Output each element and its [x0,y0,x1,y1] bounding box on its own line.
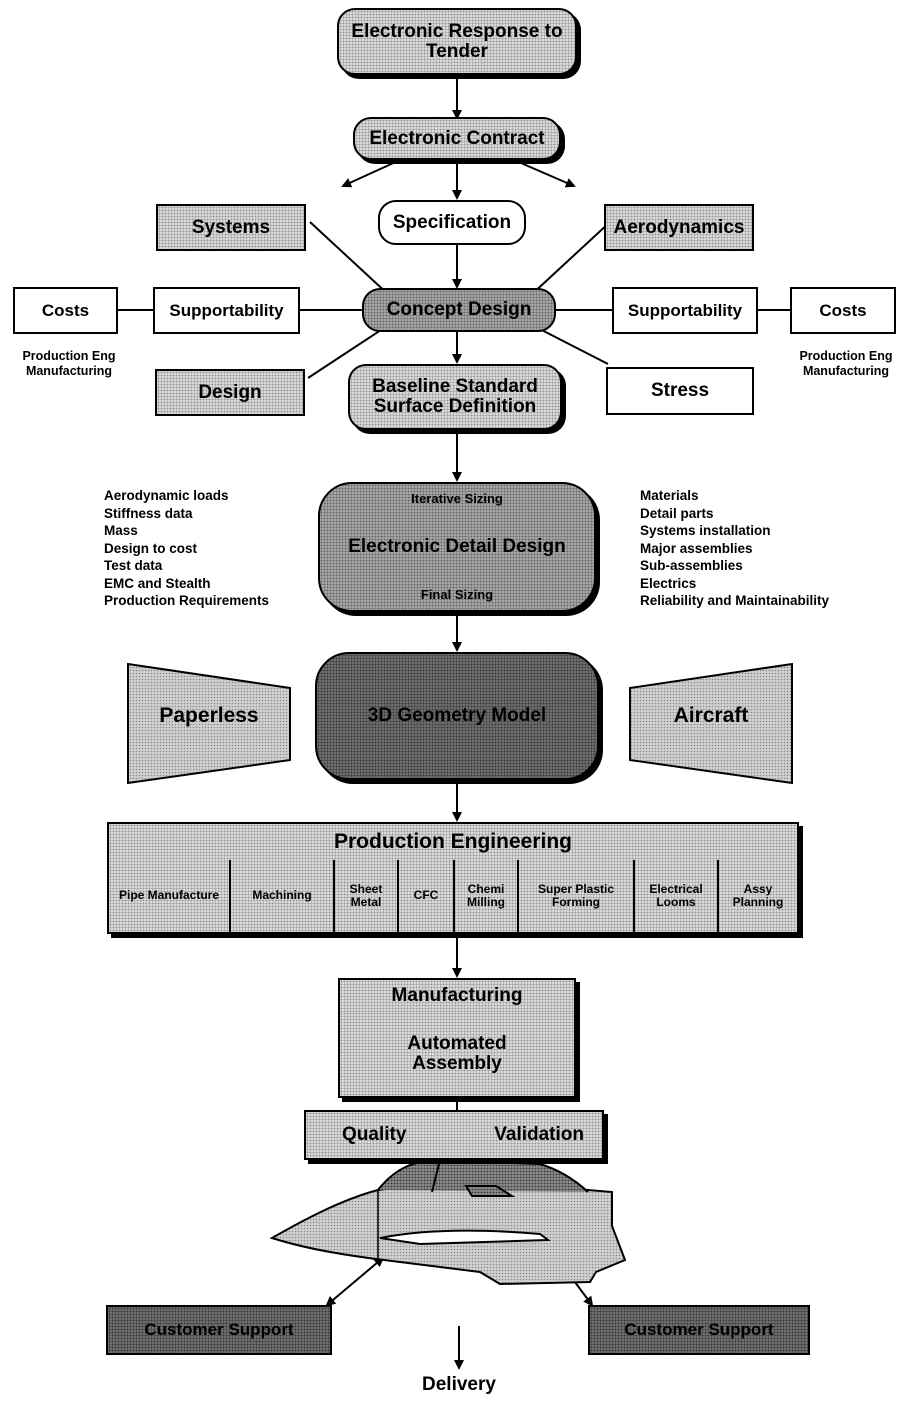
production-cell: Machining [229,860,333,932]
paperless-label: Paperless [159,704,259,727]
list-item: Test data [104,558,163,573]
production-cells-row: Pipe Manufacture Machining Sheet Metal C… [107,860,799,934]
list-item: Sub-assemblies [640,558,743,573]
arrow-contract-left [341,159,401,188]
list-item: Production Requirements [104,593,270,608]
production-cell: Assy Planning [717,860,797,932]
design-node: Design [155,369,305,416]
customer-support-left-node: Customer Support [106,1305,332,1355]
costs-left-node: Costs [13,287,118,334]
production-cell: Pipe Manufacture [118,888,220,903]
quality-label: Quality [342,1124,407,1146]
quality-validation-node: Quality Validation [304,1110,604,1160]
aircraft-label: Aircraft [673,704,749,727]
aircraft-illustration [269,1158,627,1286]
automated-assembly-node: Automated Assembly [338,1012,576,1098]
production-cell: Super Plastic Forming [517,860,633,932]
specification-node: Specification [378,200,526,245]
aerodynamics-node: Aerodynamics [604,204,754,251]
validation-label: Validation [494,1124,584,1146]
tender-node: Electronic Response to Tender [337,8,577,75]
list-item: Major assemblies [640,540,753,556]
list-item: Systems installation [640,523,771,538]
supportability-left-node: Supportability [153,287,300,334]
production-cell: Electrical Looms [633,860,717,932]
delivery-label: Delivery [422,1374,496,1395]
concept-design-node: Concept Design [362,288,556,332]
production-cell: CFC [397,860,453,932]
arrow-customer-left [325,1256,385,1307]
geometry-model-node: 3D Geometry Model [315,652,599,780]
left-inputs-list: Aerodynamic loads Stiffness data Mass De… [104,487,334,610]
arrow-contract-right [513,159,576,188]
list-item: Mass [104,523,138,538]
list-item: Reliability and Maintainability [640,593,830,608]
aircraft-shape [629,662,793,785]
list-item: Detail parts [640,505,714,521]
customer-support-right-node: Customer Support [588,1305,810,1355]
list-item: Electrics [640,575,697,591]
list-item: Design to cost [104,540,198,556]
detail-bottom-label: Final Sizing [420,587,494,603]
baseline-node: Baseline Standard Surface Definition [348,364,562,430]
list-item: EMC and Stealth [104,575,211,591]
production-cell: Sheet Metal [333,860,397,932]
manufacturing-node: Manufacturing [338,978,576,1014]
right-inputs-list: Materials Detail parts Systems installat… [640,487,902,610]
list-item: Stiffness data [104,505,193,521]
paperless-shape [127,662,291,785]
detail-top-label: Iterative Sizing [411,491,503,506]
production-engineering-header: Production Engineering [107,822,799,862]
stress-node: Stress [606,367,754,415]
list-item: Materials [640,488,699,503]
contract-node: Electronic Contract [353,117,561,160]
systems-node: Systems [156,204,306,251]
supportability-right-node: Supportability [612,287,758,334]
costs-right-node: Costs [790,287,896,334]
detail-main-label: Electronic Detail Design [348,536,566,558]
production-cell: Chemi Milling [453,860,517,932]
note-left: Production Eng Manufacturing [22,349,116,378]
detail-design-node: Iterative Sizing Electronic Detail Desig… [318,482,596,612]
list-item: Aerodynamic loads [104,488,229,503]
note-right: Production Eng Manufacturing [799,349,893,378]
